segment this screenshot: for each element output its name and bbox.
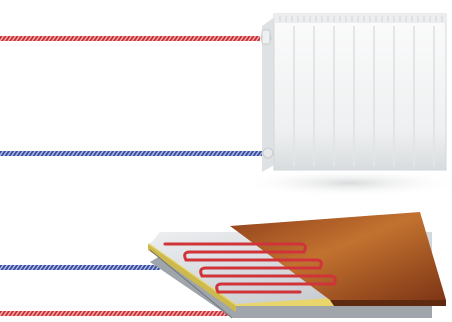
hot-supply-pipe-bottom [0, 311, 238, 316]
cold-return-pipe-top [0, 151, 268, 156]
radiator [238, 14, 452, 197]
hot-supply-pipe-top [0, 36, 260, 41]
cold-return-pipe-bottom [0, 265, 160, 270]
underfloor-heating-section [148, 212, 446, 318]
